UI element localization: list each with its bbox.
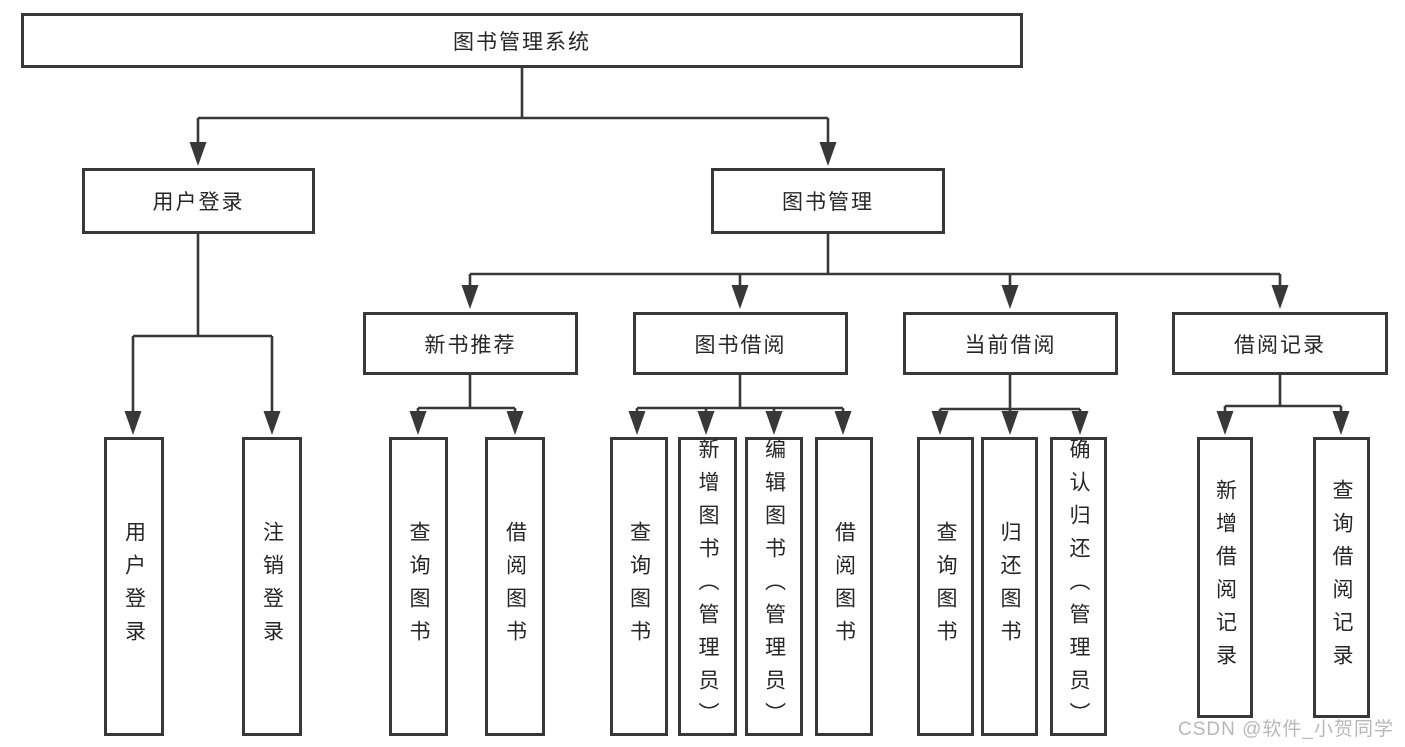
arrowheads: [124, 142, 1350, 435]
node-borrow-records: 借阅记录: [1172, 312, 1388, 375]
node-current-borrow: 当前借阅: [903, 312, 1118, 375]
node-leaf-cb-query-books: 查询图书: [917, 437, 974, 736]
node-leaf-logout: 注销登录: [242, 437, 302, 736]
node-root: 图书管理系统: [21, 13, 1023, 68]
node-leaf-cb-return-books: 归还图书: [981, 437, 1038, 736]
node-new-book-recommend: 新书推荐: [363, 312, 578, 375]
node-user-login: 用户登录: [82, 168, 315, 234]
csdn-watermark: CSDN @软件_小贺同学: [1178, 719, 1394, 740]
node-book-mgmt: 图书管理: [711, 168, 945, 234]
node-leaf-nb-query-books: 查询图书: [389, 437, 448, 736]
node-leaf-nb-borrow-books: 借阅图书: [485, 437, 545, 736]
node-leaf-cb-confirm-return-admin: 确认归还（管理员）: [1050, 437, 1107, 736]
node-leaf-user-login: 用户登录: [104, 437, 164, 736]
node-leaf-bb-borrow-books: 借阅图书: [815, 437, 873, 736]
node-leaf-br-add-record: 新增借阅记录: [1197, 437, 1253, 718]
node-leaf-bb-query-books: 查询图书: [610, 437, 668, 736]
node-leaf-bb-add-books-admin: 新增图书（管理员）: [678, 437, 737, 736]
node-book-borrow: 图书借阅: [633, 312, 848, 375]
node-leaf-br-query-record: 查询借阅记录: [1313, 437, 1370, 718]
node-leaf-bb-edit-books-admin: 编辑图书（管理员）: [745, 437, 803, 736]
